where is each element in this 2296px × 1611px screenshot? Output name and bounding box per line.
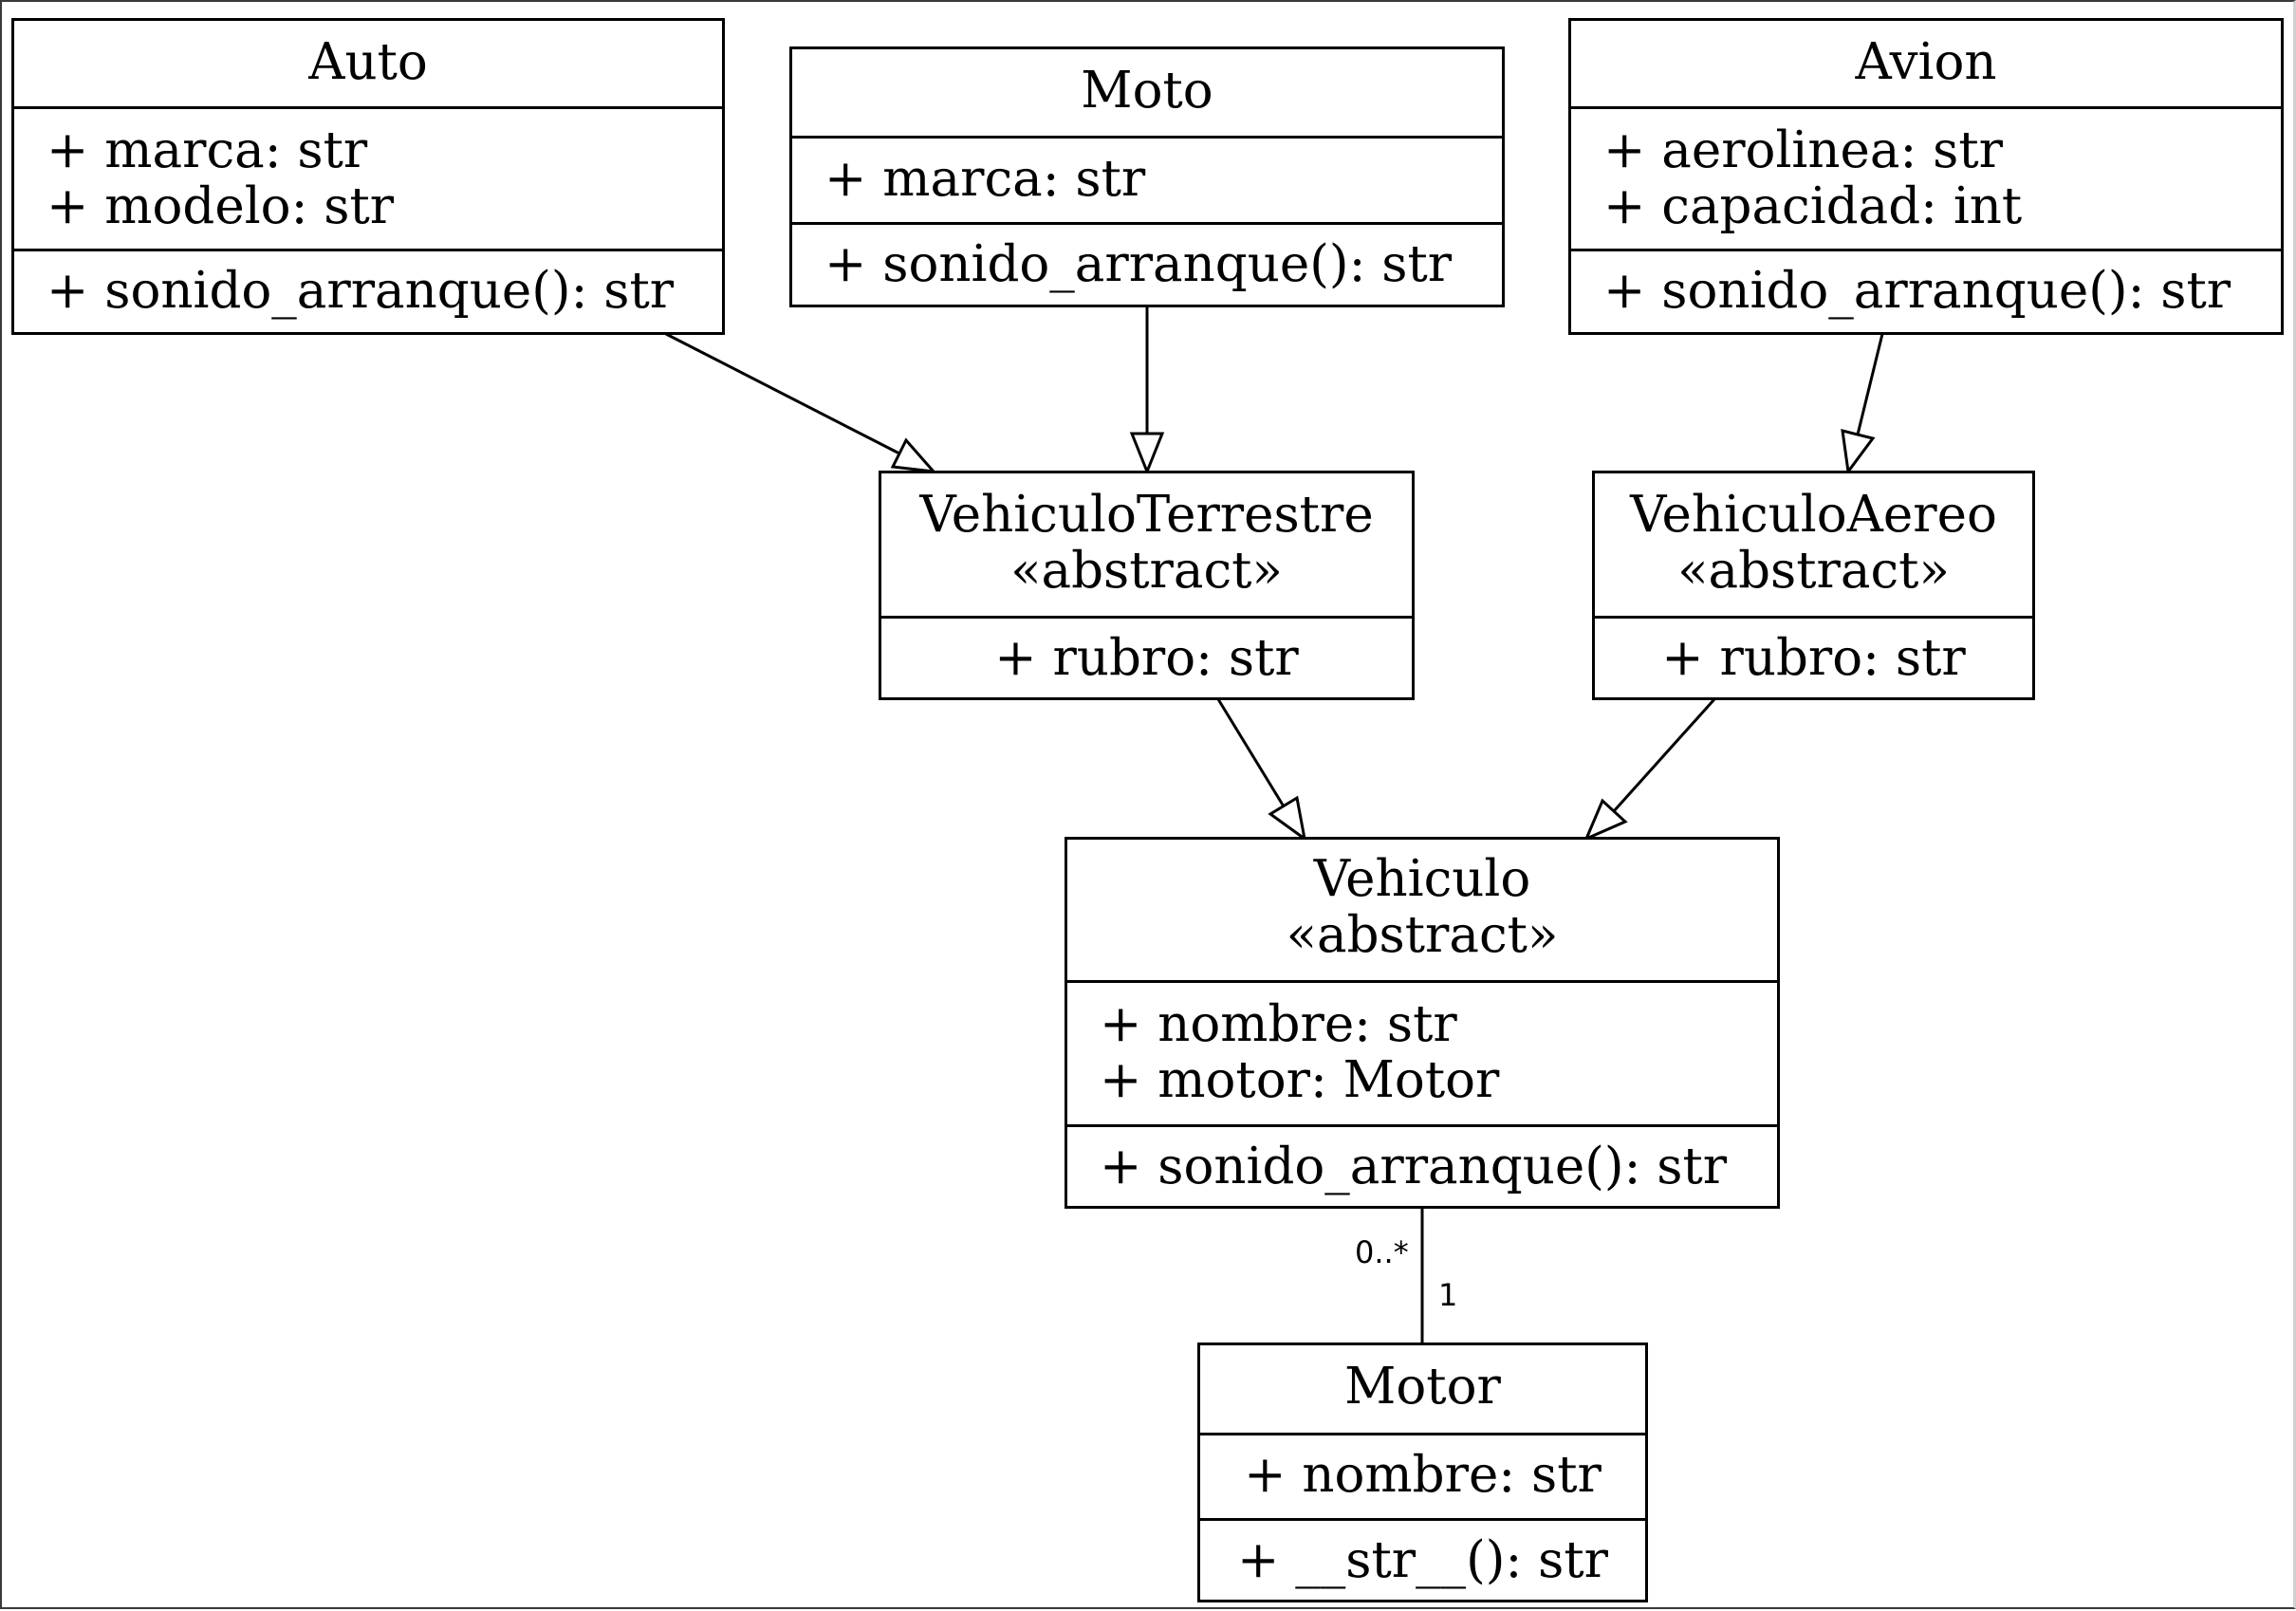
attributes-section: + nombre: str — [1200, 1433, 1645, 1518]
attributes-section: + marca: str — [792, 136, 1502, 222]
methods-section: + sonido_arranque(): str — [792, 222, 1502, 305]
generalization-vehiculo-aereo-to-vehiculo — [1583, 697, 1716, 842]
generalization-vehiculo-terrestre-to-vehiculo — [1216, 698, 1307, 843]
attributes-section: + nombre: str + motor: Motor — [1067, 980, 1777, 1124]
multiplicity-motor-end: 1 — [1438, 1277, 1458, 1313]
attribute: + motor: Motor — [1100, 1051, 1500, 1109]
class-name: Motor — [1344, 1358, 1501, 1416]
attribute: + modelo: str — [46, 177, 395, 235]
attribute: + capacidad: int — [1603, 177, 2023, 235]
class-motor[interactable]: Motor + nombre: str + __str__(): str — [1197, 1342, 1648, 1602]
class-moto[interactable]: Moto + marca: str + sonido_arranque(): s… — [789, 46, 1505, 307]
attribute: + marca: str — [46, 121, 368, 179]
class-auto[interactable]: Auto + marca: str + modelo: str + sonido… — [11, 18, 725, 335]
class-name: Auto — [308, 33, 428, 91]
attribute: + marca: str — [824, 150, 1146, 208]
class-name: Vehiculo — [1313, 850, 1531, 908]
method: + sonido_arranque(): str — [1100, 1138, 1728, 1195]
attributes-section: + marca: str + modelo: str — [14, 106, 722, 249]
stereotype: «abstract» — [1010, 542, 1283, 600]
attribute: + nombre: str — [1100, 995, 1457, 1053]
class-name: VehiculoAereo — [1630, 486, 1997, 544]
class-avion[interactable]: Avion + aerolinea: str + capacidad: int … — [1568, 18, 2284, 335]
class-name: VehiculoTerrestre — [919, 486, 1374, 544]
generalization-avion-to-vehiculo-aereo — [1841, 333, 1884, 475]
methods-section: + __str__(): str — [1200, 1518, 1645, 1600]
generalization-moto-to-vehiculo-terrestre — [1129, 306, 1165, 476]
class-vehiculo[interactable]: Vehiculo «abstract» + nombre: str + moto… — [1065, 837, 1780, 1209]
stereotype: «abstract» — [1677, 542, 1950, 600]
attribute: + rubro: str — [994, 629, 1299, 687]
method: + sonido_arranque(): str — [1603, 262, 2231, 320]
methods-section: + sonido_arranque(): str — [1571, 249, 2281, 332]
attributes-section: + aerolinea: str + capacidad: int — [1571, 106, 2281, 249]
attribute: + nombre: str — [1244, 1446, 1602, 1504]
class-vehiculo-aereo[interactable]: VehiculoAereo «abstract» + rubro: str — [1592, 471, 2035, 700]
attributes-section: + rubro: str — [1595, 616, 2032, 697]
class-vehiculo-terrestre[interactable]: VehiculoTerrestre «abstract» + rubro: st… — [879, 471, 1415, 700]
methods-section: + sonido_arranque(): str — [1067, 1124, 1777, 1206]
attribute: + rubro: str — [1661, 629, 1966, 687]
multiplicity-vehiculo-end: 0..* — [1355, 1234, 1409, 1270]
stereotype: «abstract» — [1286, 906, 1559, 964]
method: + sonido_arranque(): str — [824, 235, 1453, 293]
methods-section: + sonido_arranque(): str — [14, 249, 722, 332]
attributes-section: + rubro: str — [881, 616, 1412, 697]
class-name: Moto — [1081, 62, 1213, 120]
attribute: + aerolinea: str — [1603, 121, 2003, 179]
class-name: Avion — [1855, 33, 1997, 91]
method: + __str__(): str — [1237, 1531, 1608, 1589]
method: + sonido_arranque(): str — [46, 262, 675, 320]
generalization-auto-to-vehiculo-terrestre — [665, 332, 937, 473]
